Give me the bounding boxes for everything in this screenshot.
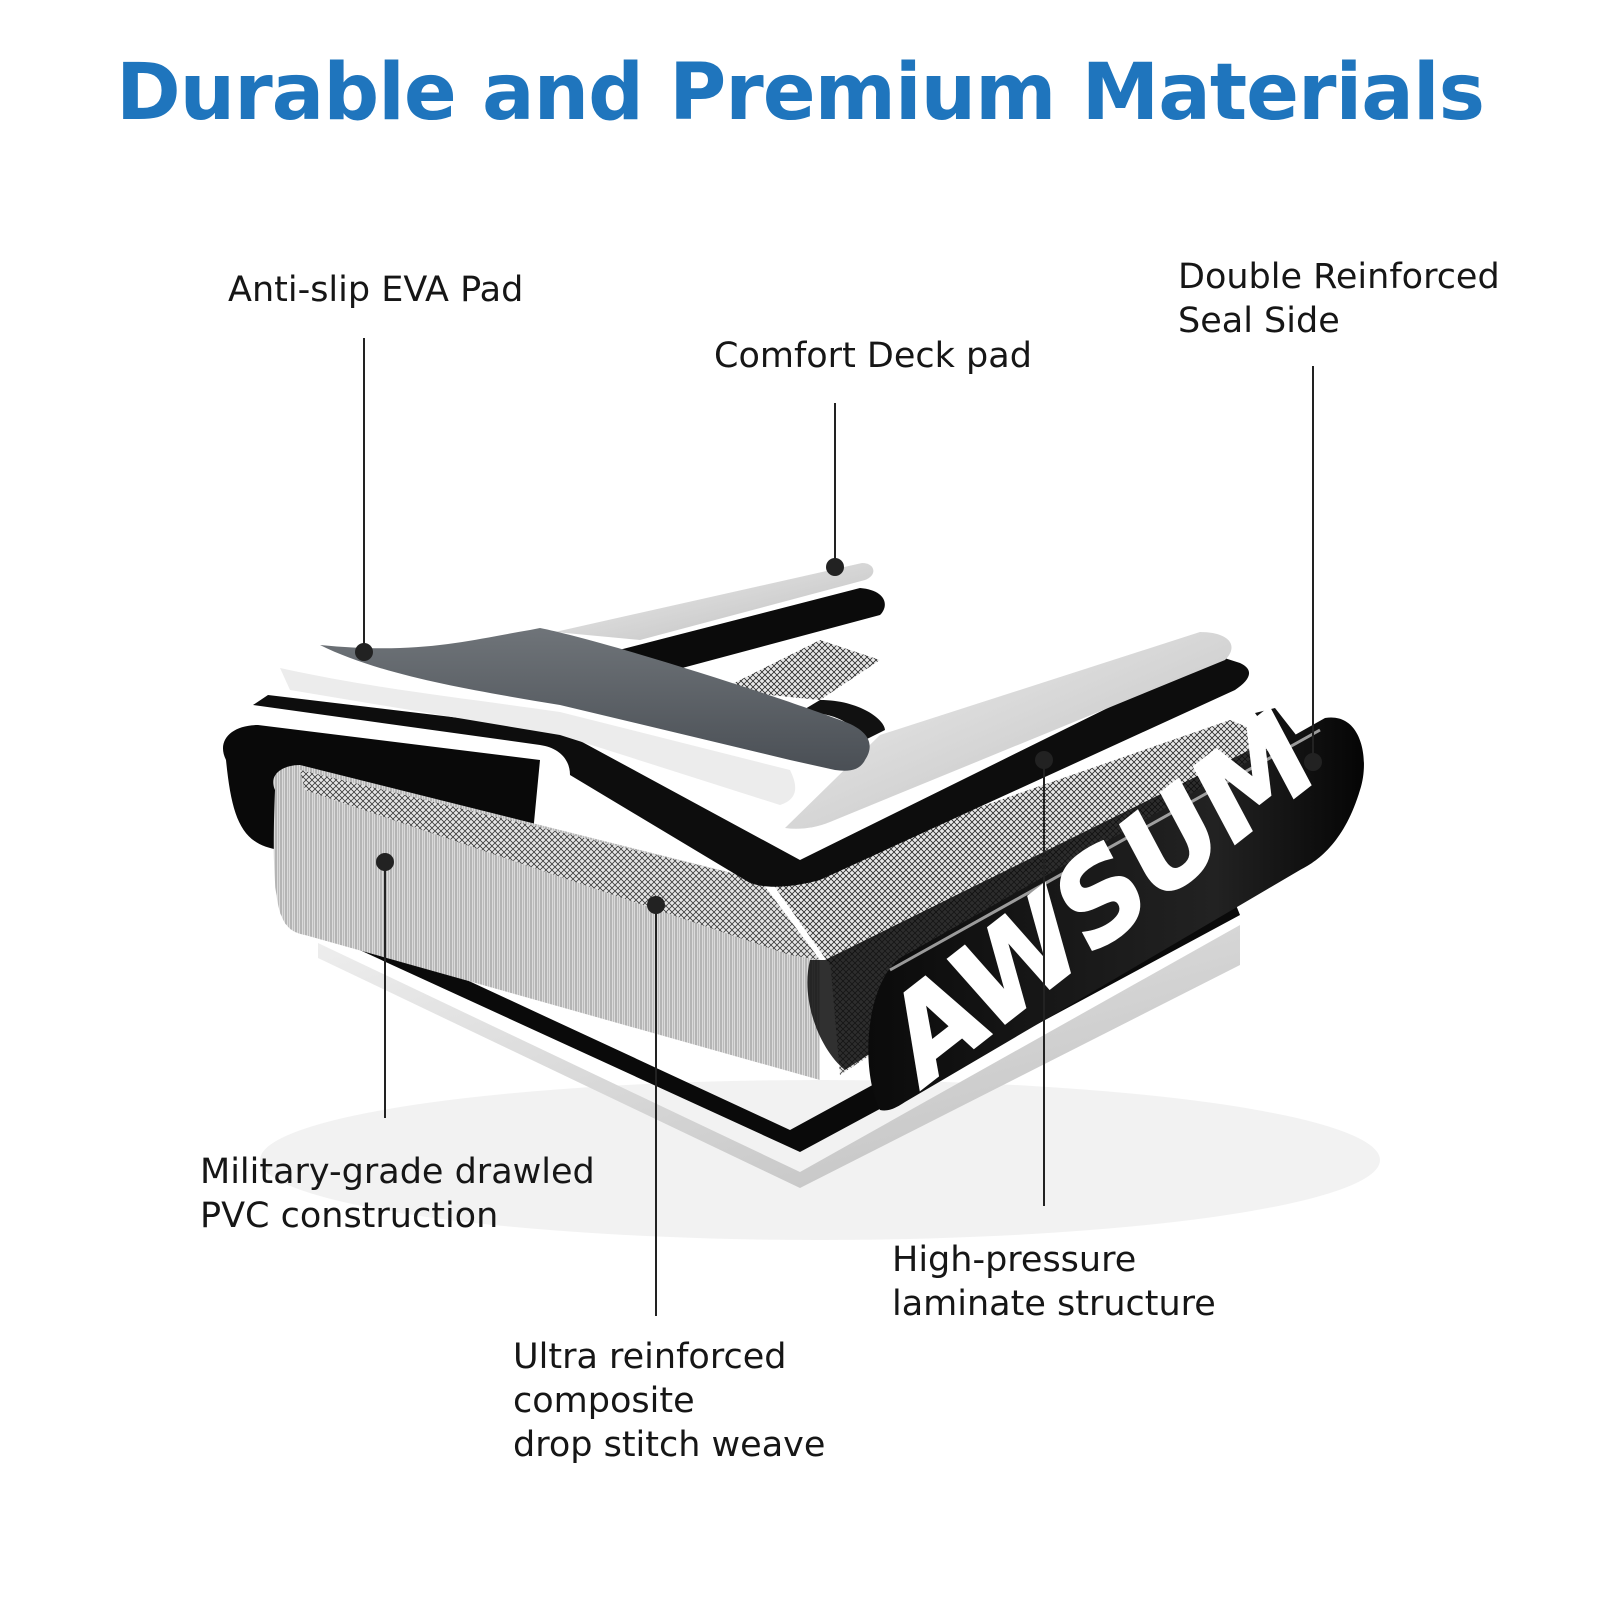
label-line: Seal Side	[1178, 301, 1340, 341]
label-line: Military-grade drawled	[200, 1152, 595, 1192]
label-double-reinforced-seal-side: Double Reinforced Seal Side	[1178, 255, 1500, 343]
dot-comfort-deck	[826, 558, 844, 576]
label-drop-stitch-weave: Ultra reinforced composite drop stitch w…	[513, 1335, 825, 1467]
dot-seal-side	[1304, 753, 1322, 771]
label-comfort-deck-pad: Comfort Deck pad	[714, 334, 1032, 378]
leader-lines	[363, 338, 1314, 1316]
drop-stitch-core	[273, 765, 820, 1080]
label-line: Anti-slip EVA Pad	[228, 270, 524, 310]
label-line: laminate structure	[892, 1284, 1216, 1324]
dot-laminate	[1035, 751, 1053, 769]
comfort-deck-sheet	[555, 563, 874, 640]
label-line: composite	[513, 1381, 695, 1421]
bottom-sheet	[318, 925, 1240, 1188]
mesh-top-back	[720, 640, 880, 700]
label-line: Ultra reinforced	[513, 1337, 787, 1377]
dot-military-pvc	[376, 853, 394, 871]
seal-side-tube	[868, 717, 1364, 1111]
leader-dots	[355, 558, 1322, 914]
label-high-pressure-laminate: High-pressure laminate structure	[892, 1238, 1216, 1326]
mesh-front	[300, 770, 820, 960]
label-line: drop stitch weave	[513, 1425, 826, 1465]
comfort-deck-sheet-right	[785, 632, 1232, 829]
label-line: High-pressure	[892, 1240, 1137, 1280]
dot-drop-stitch	[647, 896, 665, 914]
seal-side-lip	[1255, 708, 1300, 748]
label-line: PVC construction	[200, 1196, 499, 1236]
page-title: Durable and Premium Materials	[115, 48, 1485, 138]
dot-anti-slip	[355, 643, 373, 661]
upper-pvc-layer	[253, 655, 1250, 887]
label-military-grade-pvc: Military-grade drawled PVC construction	[200, 1150, 595, 1238]
upper-pvc-inner	[800, 700, 885, 740]
seal-side-highlight	[889, 728, 1321, 972]
label-line: Double Reinforced	[1178, 257, 1500, 297]
floor-shadow	[260, 1080, 1380, 1240]
label-anti-slip-eva-pad: Anti-slip EVA Pad	[228, 268, 523, 312]
label-line: Comfort Deck pad	[714, 336, 1032, 376]
mesh-top-right	[770, 720, 1290, 965]
eva-pad	[320, 628, 870, 771]
eva-pad-under	[280, 668, 796, 805]
